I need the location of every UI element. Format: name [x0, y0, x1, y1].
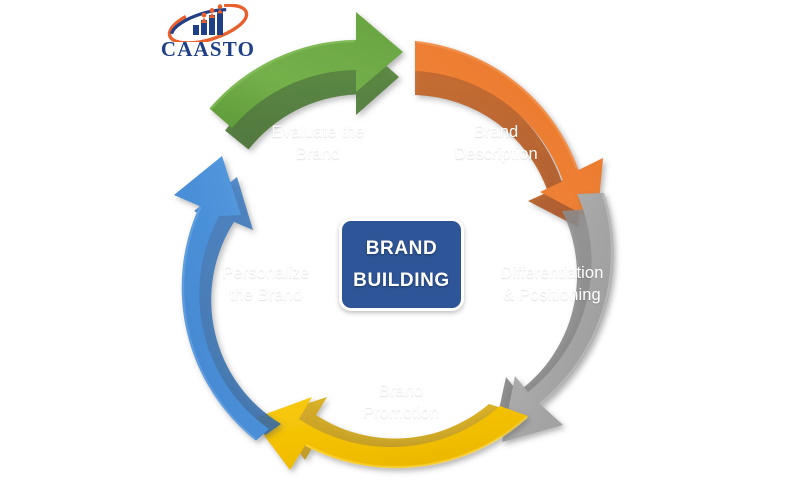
segment-brand-promotion[interactable]	[252, 397, 528, 470]
center-hub-line-1: BRAND	[365, 237, 438, 259]
center-hub-line-2: BUILDING	[353, 270, 450, 292]
segment-personalize-the-brand[interactable]	[174, 156, 281, 441]
segment-differentiation-and-positioning[interactable]	[494, 193, 614, 442]
logo-wordmark: CAASTO	[160, 37, 256, 61]
center-hub: BRAND BUILDING	[339, 218, 464, 311]
segment-evaluate-the-brand[interactable]	[209, 12, 404, 150]
logo-mark-icon	[167, 4, 249, 42]
caasto-logo: CAASTO	[152, 4, 264, 66]
segment-brand-description[interactable]	[415, 40, 603, 227]
